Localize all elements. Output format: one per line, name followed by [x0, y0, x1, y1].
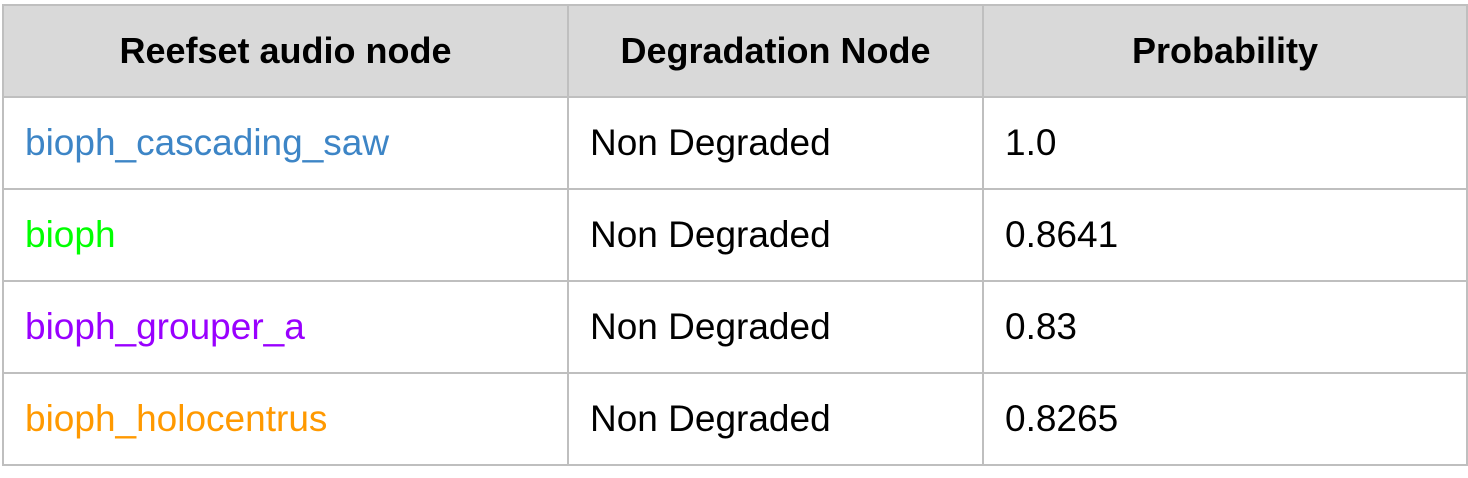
degradation-cell: Non Degraded: [567, 372, 984, 466]
degradation-cell: Non Degraded: [567, 280, 984, 374]
probability-cell: 1.0: [982, 96, 1468, 190]
table-row: bioph_grouper_a Non Degraded 0.83: [2, 280, 1468, 374]
degradation-cell: Non Degraded: [567, 96, 984, 190]
table-header-row: Reefset audio node Degradation Node Prob…: [2, 4, 1468, 98]
node-cell: bioph_grouper_a: [2, 280, 569, 374]
node-cell: bioph_holocentrus: [2, 372, 569, 466]
results-table: Reefset audio node Degradation Node Prob…: [2, 4, 1468, 466]
header-reefset-audio-node: Reefset audio node: [2, 4, 569, 98]
node-cell: bioph: [2, 188, 569, 282]
probability-cell: 0.8641: [982, 188, 1468, 282]
probability-cell: 0.83: [982, 280, 1468, 374]
probability-cell: 0.8265: [982, 372, 1468, 466]
header-probability: Probability: [982, 4, 1468, 98]
table-row: bioph_holocentrus Non Degraded 0.8265: [2, 372, 1468, 466]
table-row: bioph_cascading_saw Non Degraded 1.0: [2, 96, 1468, 190]
degradation-cell: Non Degraded: [567, 188, 984, 282]
node-cell: bioph_cascading_saw: [2, 96, 569, 190]
table-row: bioph Non Degraded 0.8641: [2, 188, 1468, 282]
header-degradation-node: Degradation Node: [567, 4, 984, 98]
results-table-container: Reefset audio node Degradation Node Prob…: [2, 4, 1468, 466]
